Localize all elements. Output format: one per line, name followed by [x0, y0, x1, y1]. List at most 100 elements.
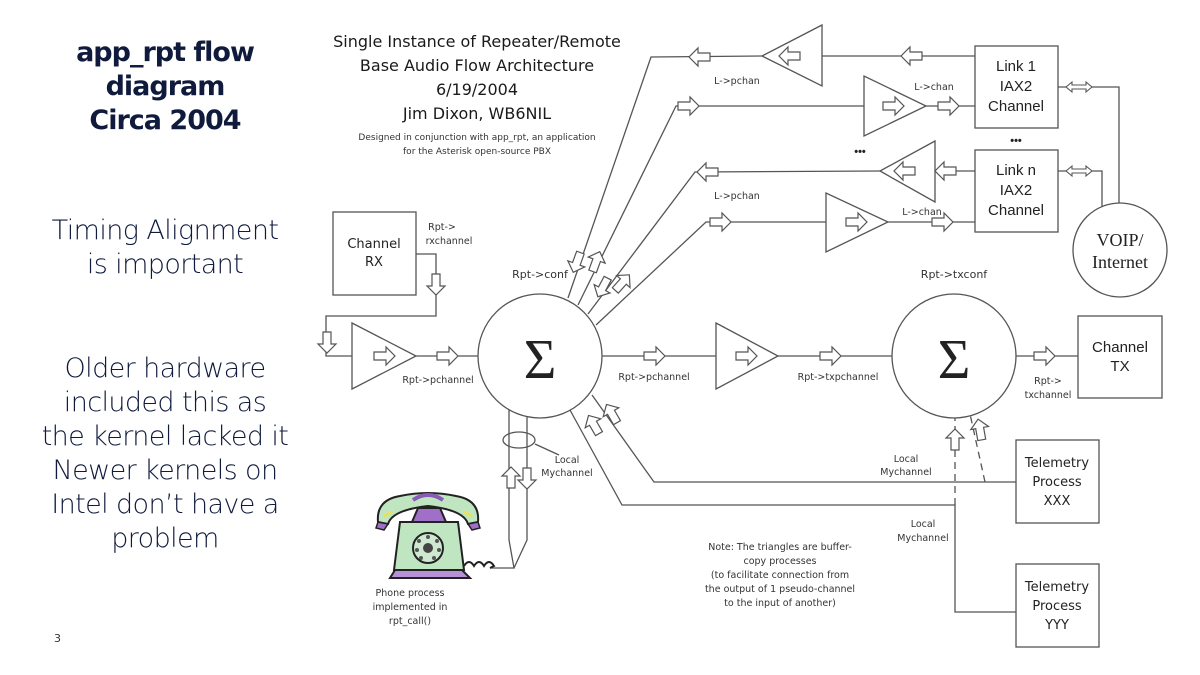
diagram-labels: Rpt->conf Rpt->txconf Rpt-> rxchannel Rp… — [373, 76, 1072, 627]
flow-arrow — [583, 247, 609, 276]
flow-arrow — [580, 410, 608, 439]
text-line: Intel don’t have a — [51, 489, 279, 520]
label-phone-process: implemented in — [373, 602, 448, 613]
flow-arrow — [945, 428, 965, 451]
box-label: Telemetry — [1024, 580, 1089, 595]
text-line: Newer kernels on — [52, 455, 278, 486]
text-line: Timing Alignment — [51, 215, 279, 246]
telephone-icon — [375, 492, 496, 579]
box-label: XXX — [1044, 494, 1071, 509]
label-l-pchan: L->pchan — [714, 76, 760, 87]
bidirectional-arrow — [1065, 164, 1093, 178]
text-line: the kernel lacked it — [41, 421, 289, 452]
label-phone-process: rpt_call() — [389, 616, 431, 627]
channel-bundle-ellipse — [502, 431, 536, 449]
box-label: Process — [1032, 475, 1082, 490]
box-label: Link 1 — [996, 58, 1036, 75]
note-line: copy processes — [743, 556, 816, 567]
telemetry-xxx-box: Telemetry Process XXX — [1015, 439, 1100, 524]
box-label: TX — [1110, 358, 1129, 375]
label-rpt-pchannel: Rpt->pchannel — [402, 375, 473, 386]
link1-iax2-box: Link 1 IAX2 Channel — [974, 45, 1059, 129]
voip-label: Internet — [1092, 252, 1148, 272]
flow-arrow — [501, 466, 521, 489]
flow-arrow — [436, 346, 459, 366]
box-label: Process — [1032, 599, 1082, 614]
flow-arrow — [677, 96, 700, 116]
title-line: diagram — [105, 71, 226, 102]
label-rpt-txchannel: txchannel — [1025, 390, 1072, 401]
flow-arrow — [937, 96, 960, 116]
hardware-point: Older hardware included this as the kern… — [10, 352, 320, 556]
flow-arrow — [589, 273, 617, 302]
label-rpt-rxchannel: rxchannel — [426, 236, 473, 247]
header-line: Single Instance of Repeater/Remote — [333, 32, 621, 51]
note-line: to the input of another) — [724, 598, 836, 609]
linkn-iax2-box: Link n IAX2 Channel — [974, 149, 1059, 233]
box-label: Telemetry — [1024, 456, 1089, 471]
text-line: included this as — [63, 387, 267, 418]
label-local-mychannel: Mychannel — [897, 533, 948, 544]
header-line: 6/19/2004 — [436, 80, 518, 99]
telemetry-yyy-box: Telemetry Process YYY — [1015, 563, 1100, 648]
page-number: 3 — [54, 632, 61, 645]
voip-label: VOIP/ — [1096, 230, 1143, 250]
label-rpt-txpchannel: Rpt->txpchannel — [798, 372, 879, 383]
box-label: RX — [365, 255, 383, 270]
note-line: Note: The triangles are buffer- — [708, 542, 852, 553]
flow-arrow — [608, 268, 637, 298]
label-phone-process: Phone process — [376, 588, 445, 599]
label-local-mychannel: Mychannel — [541, 468, 592, 479]
title-line: app_rpt flow — [76, 37, 255, 68]
voip-internet-node: VOIP/ Internet — [1072, 202, 1168, 298]
more-links-ellipsis: ••• — [854, 146, 866, 158]
bidirectional-arrow — [1065, 80, 1093, 94]
flow-arrow — [426, 273, 446, 296]
subheader-line: for the Asterisk open-source PBX — [403, 147, 551, 157]
note-line: (to facilitate connection from — [711, 570, 849, 581]
box-label: Channel — [988, 202, 1044, 219]
flow-arrow — [934, 161, 957, 181]
flow-arrow — [819, 346, 842, 366]
conference-mixer-rpt-conf: Σ — [477, 293, 603, 419]
note-text: Note: The triangles are buffer- copy pro… — [705, 542, 855, 609]
label-local-mychannel: Mychannel — [880, 467, 931, 478]
label-rpt-conf: Rpt->conf — [512, 268, 569, 281]
label-l-pchan: L->pchan — [714, 191, 760, 202]
label-local-mychannel: Local — [911, 519, 936, 530]
sigma-symbol: Σ — [524, 329, 557, 391]
flow-arrow — [900, 46, 923, 66]
box-label: IAX2 — [1000, 78, 1033, 95]
flow-arrow — [643, 346, 666, 366]
label-local-mychannel: Local — [894, 454, 919, 465]
box-label: Channel — [1092, 339, 1148, 356]
channel-tx-box: Channel TX — [1077, 315, 1163, 399]
sigma-symbol: Σ — [938, 329, 971, 391]
label-rpt-pchannel: Rpt->pchannel — [618, 372, 689, 383]
label-rpt-rxchannel: Rpt-> — [428, 222, 456, 233]
label-local-mychannel: Local — [555, 455, 580, 466]
header-line: Base Audio Flow Architecture — [360, 56, 594, 75]
label-l-chan: L->chan — [902, 207, 942, 218]
box-label: Link n — [996, 162, 1036, 179]
flow-arrow — [517, 467, 537, 490]
note-line: the output of 1 pseudo-channel — [705, 584, 855, 595]
flow-arrow — [968, 417, 992, 443]
flow-arrow — [709, 212, 732, 232]
text-line: is important — [86, 249, 244, 280]
timing-point: Timing Alignment is important — [10, 214, 320, 282]
subheader-line: Designed in conjunction with app_rpt, an… — [358, 133, 595, 143]
header-line: Jim Dixon, WB6NIL — [402, 104, 551, 123]
flow-arrow — [696, 162, 719, 182]
diagram-header: Single Instance of Repeater/Remote Base … — [333, 32, 621, 157]
conference-mixer-rpt-txconf: Σ — [891, 293, 1017, 419]
label-rpt-txchannel: Rpt-> — [1034, 376, 1062, 387]
box-label: Channel — [347, 237, 400, 252]
label-l-chan: L->chan — [914, 82, 954, 93]
text-line: problem — [111, 523, 219, 554]
slide-title: app_rpt flow diagram Circa 2004 — [30, 36, 300, 138]
flow-arrow — [688, 47, 711, 67]
channel-rx-box: Channel RX — [332, 211, 417, 296]
label-rpt-txconf: Rpt->txconf — [921, 268, 989, 281]
